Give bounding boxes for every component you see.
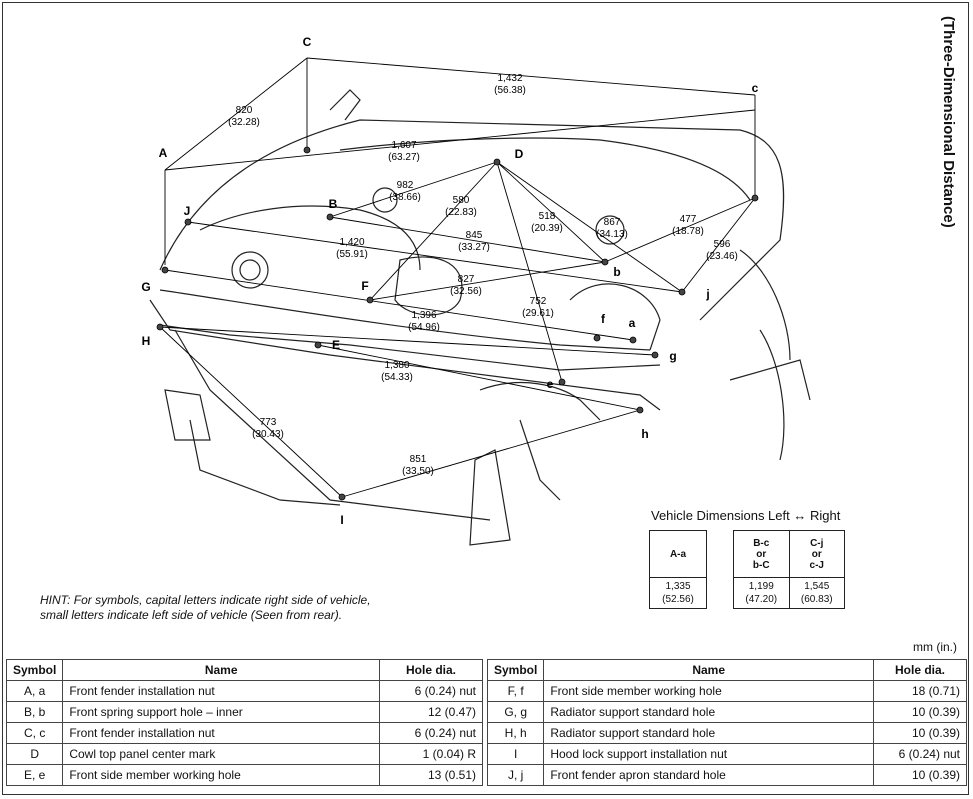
point-B: B [329,197,338,211]
svg-text:827: 827 [458,274,475,285]
dim-477: 477(18.78) [672,214,704,237]
svg-text:1,432: 1,432 [497,73,522,84]
dim-1432: 1,432(56.38) [494,73,526,96]
point-G: G [141,280,150,294]
point-g: g [669,349,676,363]
dim-845: 845(33.27) [458,230,490,253]
svg-text:(55.91): (55.91) [336,249,368,260]
point-c: c [752,81,759,95]
point-C: C [303,35,312,49]
svg-text:(32.28): (32.28) [228,117,260,128]
svg-text:851: 851 [410,454,427,465]
reference-points [156,146,759,501]
dim-value-cj: 1,545(60.83) [788,577,845,609]
point-A: A [159,146,168,160]
svg-text:(18.78): (18.78) [672,226,704,237]
point-h: h [641,427,648,441]
svg-text:(29.61): (29.61) [522,308,554,319]
svg-text:(32.56): (32.56) [450,286,482,297]
vehicle-dimensions-title: Vehicle Dimensions Left ↔ Right [651,508,841,523]
point-labels: C c A D J B b G F j f a H E g e h I [141,35,758,527]
dimension-labels: 1,432(56.38) 820(32.28) 1,607(63.27) 982… [228,73,738,477]
point-E: E [332,338,340,352]
svg-text:(23.46): (23.46) [706,251,738,262]
svg-text:982: 982 [397,180,414,191]
three-dimensional-distance-title: (Three-Dimensional Distance) [940,16,957,228]
svg-text:867: 867 [604,217,621,228]
svg-text:(54.96): (54.96) [408,322,440,333]
point-J: J [184,204,191,218]
svg-text:(33.27): (33.27) [458,242,490,253]
svg-text:1,396: 1,396 [411,310,436,321]
svg-text:(30.43): (30.43) [252,429,284,440]
vehicle-body-sketch [149,89,811,546]
svg-text:(63.27): (63.27) [388,152,420,163]
dim-value-bc: 1,199(47.20) [733,577,790,609]
point-I: I [340,513,343,527]
dim-580: 580(22.83) [445,195,477,218]
svg-text:(34.13): (34.13) [596,229,628,240]
svg-text:(33.50): (33.50) [402,466,434,477]
svg-text:1,607: 1,607 [391,140,416,151]
dim-752: 752(29.61) [522,296,554,319]
point-j: j [705,287,709,301]
hint-note: HINT: For symbols, capital letters indic… [40,593,371,622]
svg-text:1,380: 1,380 [384,360,409,371]
point-F: F [361,279,368,293]
dim-820: 820(32.28) [228,105,260,128]
svg-text:752: 752 [530,296,547,307]
dim-596: 596(23.46) [706,239,738,262]
svg-text:845: 845 [466,230,483,241]
point-a: a [629,316,636,330]
dim-982: 982(38.66) [389,180,421,203]
point-e: e [547,377,554,391]
dim-1607: 1,607(63.27) [388,140,420,163]
svg-text:820: 820 [236,105,253,116]
dim-867: 867(34.13) [596,217,628,240]
dim-851: 851(33.50) [402,454,434,477]
dim-table-aa: A-a 1,335(52.56) [649,530,707,609]
svg-text:(38.66): (38.66) [389,192,421,203]
point-H: H [142,334,151,348]
svg-text:1,420: 1,420 [339,237,364,248]
point-b: b [613,265,620,279]
dim-773: 773(30.43) [252,417,284,440]
svg-text:(54.33): (54.33) [381,372,413,383]
unit-label: mm (in.) [913,640,957,654]
svg-text:773: 773 [260,417,277,428]
svg-text:(56.38): (56.38) [494,85,526,96]
svg-text:596: 596 [714,239,731,250]
point-f: f [601,312,606,326]
svg-text:(20.39): (20.39) [531,223,563,234]
svg-text:(22.83): (22.83) [445,207,477,218]
dim-1380: 1,380(54.33) [381,360,413,383]
dim-827: 827(32.56) [450,274,482,297]
svg-text:518: 518 [539,211,556,222]
dim-1420: 1,420(55.91) [336,237,368,260]
dim-1396: 1,396(54.96) [408,310,440,333]
svg-text:477: 477 [680,214,697,225]
dimension-lines [159,57,756,498]
svg-text:580: 580 [453,195,470,206]
point-D: D [515,147,524,161]
body-dimension-diagram: C c A D J B b G F j f a H E g e h I 1,43… [141,35,811,546]
dim-518: 518(20.39) [531,211,563,234]
